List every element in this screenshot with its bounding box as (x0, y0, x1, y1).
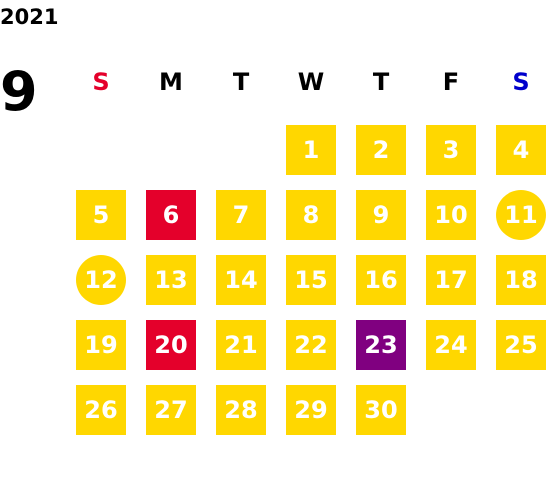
day-cell[interactable]: 18 (496, 255, 546, 305)
day-cell[interactable]: 24 (426, 320, 476, 370)
weekday-label: T (372, 68, 390, 96)
day-cell-circled[interactable]: 11 (496, 190, 546, 240)
weekday-label: T (232, 68, 250, 96)
day-cell-holiday[interactable]: 20 (146, 320, 196, 370)
day-cell[interactable]: 3 (426, 125, 476, 175)
day-cell[interactable]: 16 (356, 255, 406, 305)
day-cell[interactable]: 9 (356, 190, 406, 240)
year-label: 2021 (0, 5, 59, 29)
day-cell[interactable]: 14 (216, 255, 266, 305)
day-cell[interactable]: 1 (286, 125, 336, 175)
day-cell[interactable]: 5 (76, 190, 126, 240)
day-cell[interactable]: 27 (146, 385, 196, 435)
day-cell[interactable]: 19 (76, 320, 126, 370)
day-cell-highlight[interactable]: 23 (356, 320, 406, 370)
weekday-label: M (159, 68, 183, 96)
day-cell[interactable]: 17 (426, 255, 476, 305)
day-cell[interactable]: 21 (216, 320, 266, 370)
weekday-label: S (512, 68, 530, 96)
day-cell[interactable]: 10 (426, 190, 476, 240)
day-cell[interactable]: 26 (76, 385, 126, 435)
day-cell[interactable]: 25 (496, 320, 546, 370)
day-cell[interactable]: 30 (356, 385, 406, 435)
weekday-label: W (297, 68, 325, 96)
day-cell[interactable]: 7 (216, 190, 266, 240)
day-cell[interactable]: 28 (216, 385, 266, 435)
month-number: 9 (0, 60, 38, 123)
day-cell[interactable]: 4 (496, 125, 546, 175)
weekday-label: S (92, 68, 110, 96)
day-cell-circled[interactable]: 12 (76, 255, 126, 305)
day-cell[interactable]: 2 (356, 125, 406, 175)
weekday-label: F (442, 68, 460, 96)
day-cell[interactable]: 13 (146, 255, 196, 305)
day-cell[interactable]: 15 (286, 255, 336, 305)
day-cell[interactable]: 29 (286, 385, 336, 435)
day-cell[interactable]: 22 (286, 320, 336, 370)
day-cell-holiday[interactable]: 6 (146, 190, 196, 240)
day-cell[interactable]: 8 (286, 190, 336, 240)
